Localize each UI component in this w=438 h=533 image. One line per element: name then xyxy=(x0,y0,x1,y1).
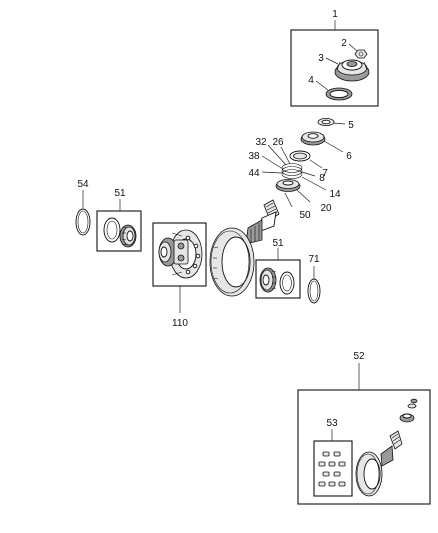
group-1-frame xyxy=(290,29,379,107)
leader-2 xyxy=(348,43,358,52)
part-53-ring-gear-bolts xyxy=(318,451,346,487)
group-52-frame xyxy=(297,389,431,505)
part-5-washer xyxy=(317,118,335,127)
part-7-cup xyxy=(289,150,311,162)
callout-52: 52 xyxy=(353,351,365,362)
part-50-pinion-bearing xyxy=(275,179,301,192)
callout-4: 4 xyxy=(308,75,314,86)
leader-6 xyxy=(323,140,344,153)
part-3-flange xyxy=(334,59,370,82)
leader-26 xyxy=(280,146,291,165)
part-54-ring xyxy=(75,208,91,236)
callout-7: 7 xyxy=(322,168,328,179)
leader-38 xyxy=(261,155,284,170)
callout-110: 110 xyxy=(172,318,188,329)
part-2-nut xyxy=(354,49,368,59)
leader-3 xyxy=(325,57,339,65)
leader-20 xyxy=(296,189,311,203)
callout-44: 44 xyxy=(248,168,260,179)
leader-8 xyxy=(301,171,316,177)
callout-5: 5 xyxy=(348,120,354,131)
part-51-bearing-left xyxy=(103,217,137,248)
part-shim-stack xyxy=(281,163,303,179)
leader-4 xyxy=(315,80,329,91)
callout-51-left: 51 xyxy=(114,188,126,199)
callout-50: 50 xyxy=(299,210,311,221)
group-110-frame xyxy=(152,222,207,287)
part-6-bearing xyxy=(300,131,326,146)
callout-53: 53 xyxy=(326,418,338,429)
leader-5 xyxy=(333,122,346,125)
callout-71: 71 xyxy=(308,254,320,265)
callout-51-right: 51 xyxy=(272,238,284,249)
part-52-ring-and-pinion xyxy=(355,398,418,497)
ring-gear xyxy=(209,227,255,297)
callout-2: 2 xyxy=(341,38,347,49)
part-4-seal xyxy=(325,87,353,101)
callout-3: 3 xyxy=(318,53,324,64)
leader-44 xyxy=(261,171,283,174)
leader-50 xyxy=(284,192,293,208)
callout-20: 20 xyxy=(320,203,332,214)
callout-14: 14 xyxy=(329,189,341,200)
callout-54: 54 xyxy=(77,179,89,190)
part-110-differential-case xyxy=(158,229,203,279)
callout-6: 6 xyxy=(346,151,352,162)
leader-14 xyxy=(301,176,327,191)
part-51-bearing-right xyxy=(259,267,295,295)
callout-38: 38 xyxy=(248,151,260,162)
callout-1: 1 xyxy=(332,9,338,20)
callout-26: 26 xyxy=(272,137,284,148)
leader-32 xyxy=(267,144,287,166)
callout-32: 32 xyxy=(255,137,267,148)
leader-7 xyxy=(309,159,323,169)
part-71-ring xyxy=(307,278,321,304)
pinion-gear xyxy=(245,199,280,245)
group-53-frame xyxy=(313,440,353,497)
callout-8: 8 xyxy=(319,173,325,184)
group-51-left-frame xyxy=(96,210,142,252)
